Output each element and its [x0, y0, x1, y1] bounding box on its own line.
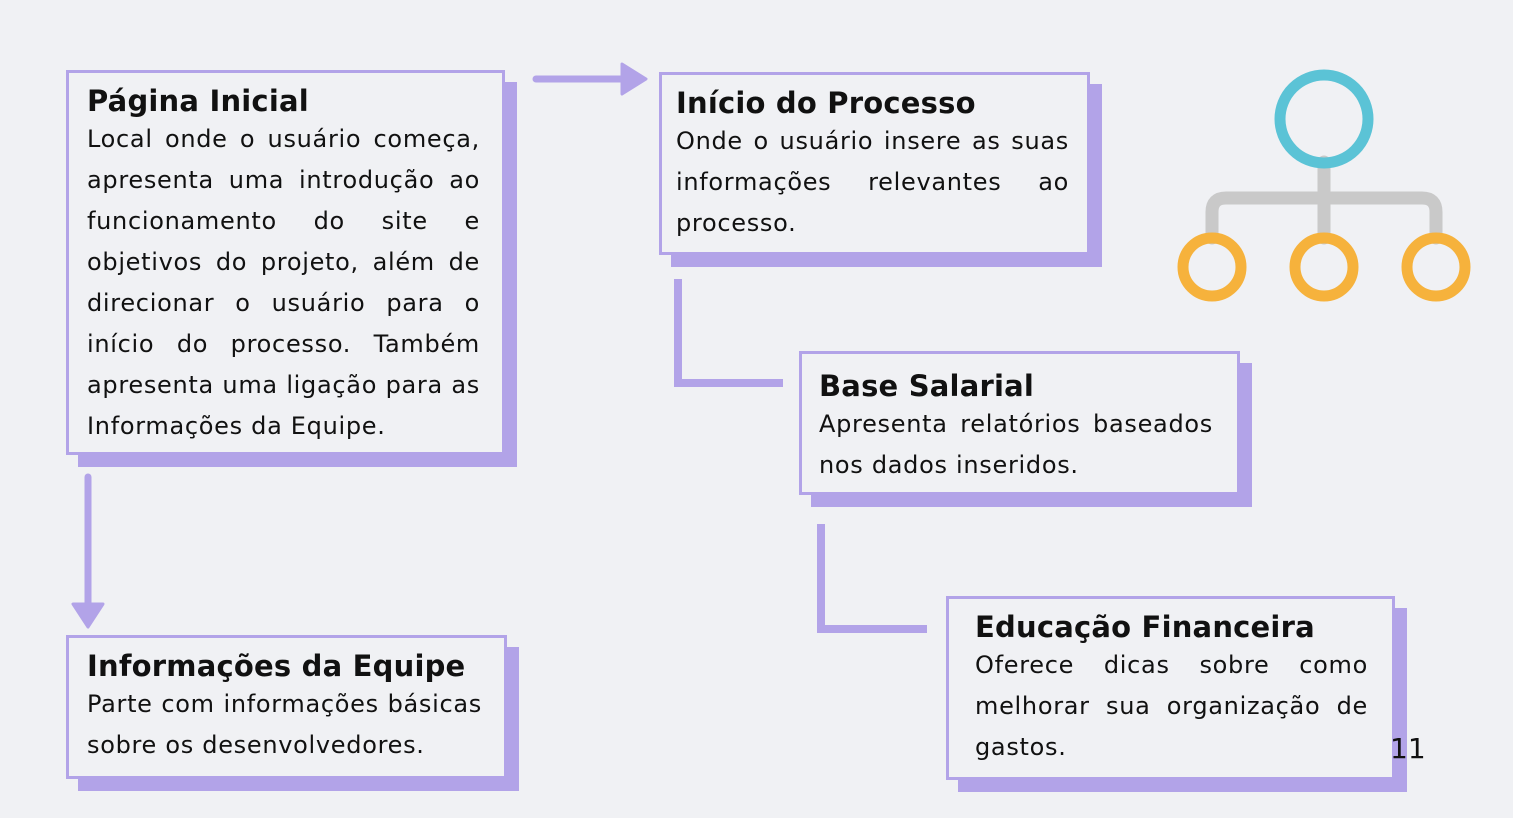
- page-number: 11: [1390, 732, 1426, 765]
- card-description: Oferece dicas sobre como melhorar sua or…: [975, 651, 1368, 761]
- card-inicio-processo: Início do Processo Onde o usuário insere…: [659, 72, 1090, 255]
- hierarchy-org-chart-icon: [1177, 69, 1471, 302]
- card-base-salarial: Base Salarial Apresenta relatórios basea…: [799, 351, 1240, 495]
- card-title: Início do Processo: [676, 86, 976, 120]
- card-title: Página Inicial: [87, 84, 309, 118]
- card-informacoes-equipe: Informações da Equipe Parte com informaç…: [66, 635, 507, 779]
- card-pagina-inicial: Página Inicial Local onde o usuário come…: [66, 70, 505, 455]
- card-title: Educação Financeira: [975, 610, 1315, 644]
- card-title: Base Salarial: [819, 369, 1035, 403]
- card-educacao-financeira: Educação Financeira Oferece dicas sobre …: [946, 596, 1395, 780]
- card-description: Onde o usuário insere as suas informaçõe…: [676, 127, 1069, 237]
- connector-start-to-salary: [674, 279, 783, 387]
- card-description: Parte com informações básicas sobre os d…: [87, 690, 482, 759]
- card-title: Informações da Equipe: [87, 649, 466, 683]
- card-description: Apresenta relatórios baseados nos dados …: [819, 410, 1213, 479]
- arrow-home-to-start: [532, 62, 648, 96]
- arrow-home-to-team: [71, 473, 105, 629]
- connector-salary-to-finance: [817, 524, 927, 633]
- card-description: Local onde o usuário começa, apresenta u…: [87, 125, 480, 440]
